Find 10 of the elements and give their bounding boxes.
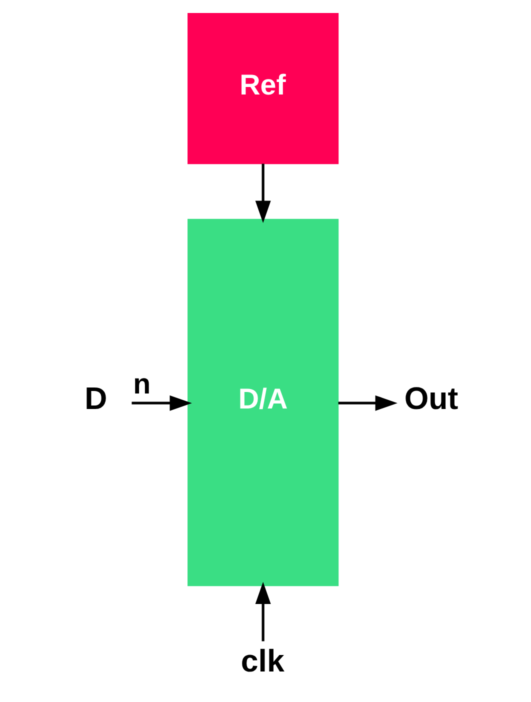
- node-box: D/A: [187, 218, 338, 586]
- node-box: Ref: [187, 13, 338, 164]
- arrow: [254, 164, 270, 223]
- node-text: D: [84, 381, 107, 416]
- node-text: clk: [240, 644, 284, 679]
- arrow: [338, 395, 397, 411]
- edge-label: n: [132, 368, 150, 400]
- arrow: [254, 582, 270, 642]
- node-text: Out: [404, 381, 458, 416]
- arrow: [131, 395, 192, 411]
